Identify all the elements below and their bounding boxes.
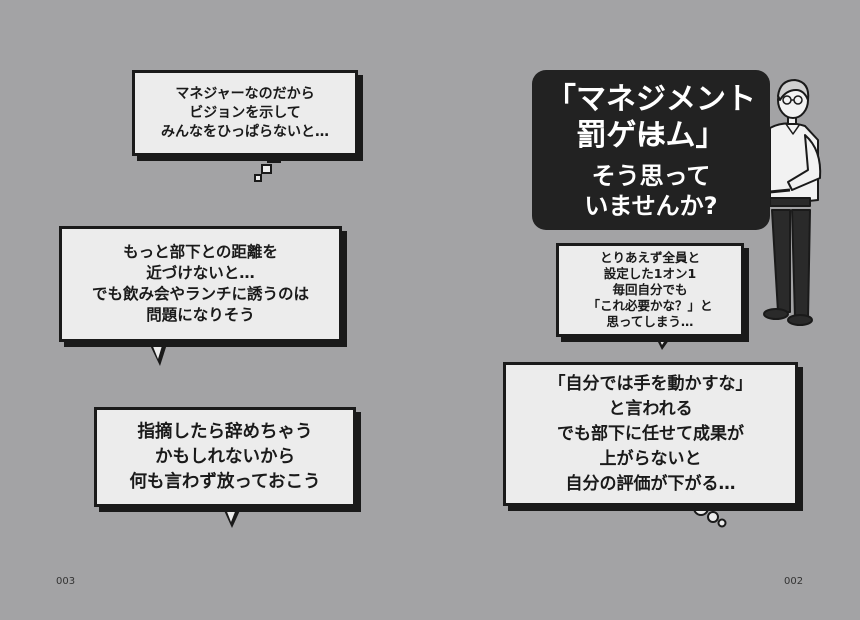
bubble-line: 何も言わず放っておこう <box>129 471 321 492</box>
title-line-2: 罰ゲーム」 <box>576 118 726 153</box>
bubble-line: 「これ必要かな？」と <box>587 298 713 313</box>
bubble-line: でも飲み会やランチに誘うのは <box>91 285 309 303</box>
speech-bubble-evaluation: 「自分では手を動かすな」 と言われる でも部下に任せて成果が 上がらないと 自分… <box>503 362 798 506</box>
title-box: 「マネジメントは 罰ゲーム」 そう思って いませんか? <box>532 70 770 230</box>
speech-bubble-quit: 指摘したら辞めちゃう かもしれないから 何も言わず放っておこう <box>94 407 356 507</box>
bubble-line: 設定した1オン1 <box>603 266 697 281</box>
speech-bubble-distance: もっと部下との距離を 近づけないと… でも飲み会やランチに誘うのは 問題になりそ… <box>59 226 342 342</box>
bubble-line: と言われる <box>608 398 693 419</box>
speech-tail-quit <box>222 504 242 528</box>
title-line-1: 「マネジメントは <box>546 82 756 153</box>
bubble-line: 近づけないと… <box>146 264 255 282</box>
bubble-line: とりあえず全員と <box>599 250 700 265</box>
bubble-line: 思ってしまう… <box>606 314 694 329</box>
page-number-right: 002 <box>784 576 804 587</box>
bubble-line: マネジャーなのだから <box>175 85 315 102</box>
bubble-line: 「自分では手を動かすな」 <box>548 373 753 394</box>
bubble-line: もっと部下との距離を <box>123 243 278 261</box>
bubble-line: 上がらないと <box>599 448 702 469</box>
speech-bubble-manager-vision: マネジャーなのだから ビジョンを示して みんなをひっぱらないと… <box>132 70 358 156</box>
bubble-line: でも部下に任せて成果が <box>557 423 744 444</box>
pixel-thought-trail <box>254 151 281 182</box>
bubble-line: ビジョンを示して <box>189 104 301 121</box>
page-number-left: 003 <box>56 576 76 587</box>
bubble-line: かもしれないから <box>155 446 295 467</box>
bubble-line: みんなをひっぱらないと… <box>161 123 329 140</box>
bubble-line: 指摘したら辞めちゃう <box>137 421 313 442</box>
bubble-line: 問題になりそう <box>146 306 255 324</box>
bubble-line: 自分の評価が下がる… <box>565 473 736 494</box>
bubble-line: 毎回自分でも <box>612 282 688 297</box>
title-line-3: そう思って <box>591 162 711 190</box>
speech-bubble-one-on-one: とりあえず全員と 設定した1オン1 毎回自分でも 「これ必要かな？」と 思ってし… <box>556 243 744 337</box>
speech-tail-distance <box>148 339 168 366</box>
title-line-4: いませんか? <box>584 192 718 220</box>
